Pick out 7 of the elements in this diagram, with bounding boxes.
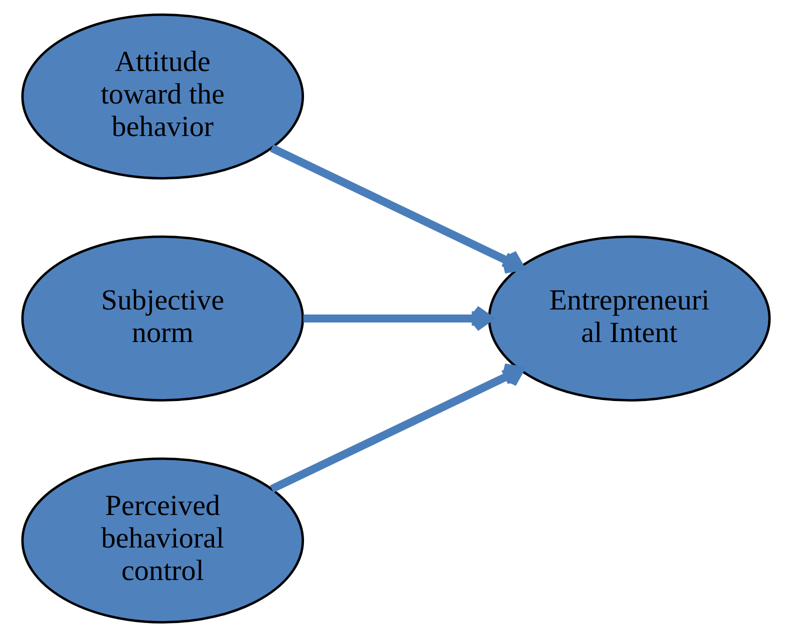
arrow [270,144,524,274]
node-ellipse: Attitude toward the behavior [21,13,304,180]
node-ellipse: Entrepreneuri al Intent [488,235,771,402]
arrow [303,305,493,332]
arrow [270,363,524,493]
node-ellipse: Subjective norm [21,235,304,402]
node-ellipse: Perceived behavioral control [21,457,304,624]
